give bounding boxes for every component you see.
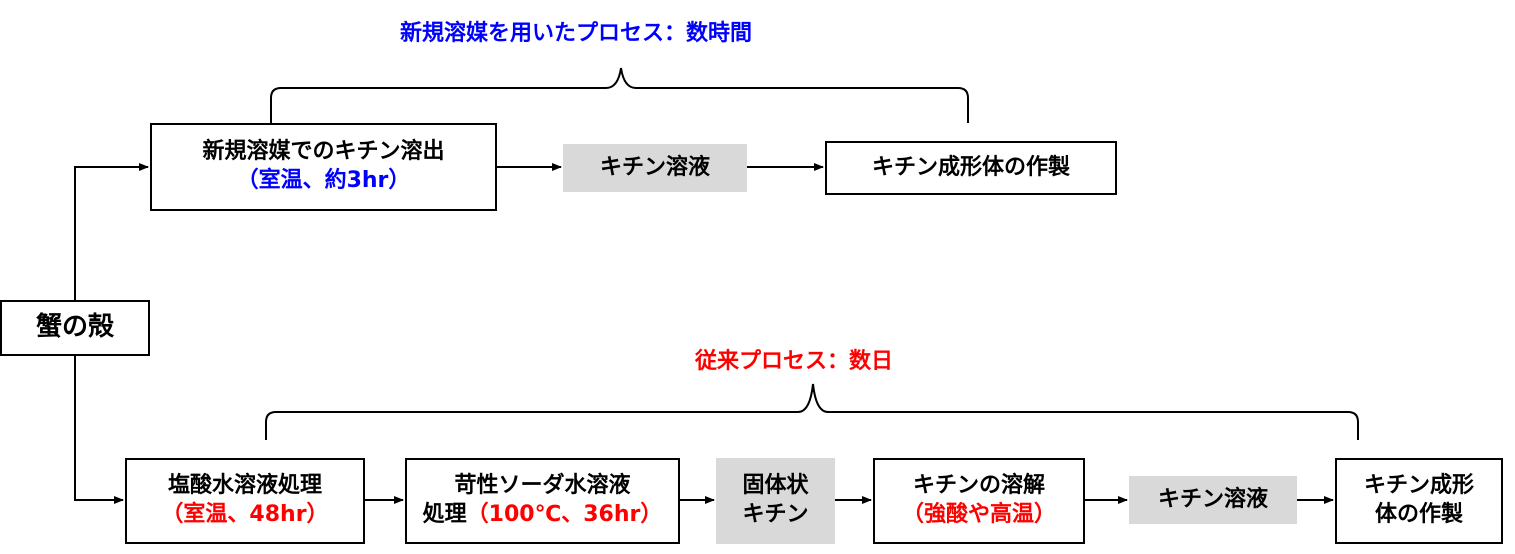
step-new-molding-label: キチン成形体の作製	[871, 154, 1070, 180]
step-new-dissolution: 新規溶媒でのキチン溶出 （室温、約3hr）	[150, 123, 497, 211]
step-conv-naoh-prefix: 処理	[422, 502, 467, 527]
branch-line-new	[74, 163, 149, 300]
step-conv-naoh-title: 苛性ソーダ水溶液	[454, 473, 631, 499]
step-conv-dissolution-condition: （強酸や高温）	[901, 502, 1056, 527]
branch-line-conventional	[74, 356, 124, 504]
step-new-dissolution-condition: （室温、約3hr）	[236, 168, 411, 193]
brace-conventional-process	[265, 383, 1359, 440]
brace-new-process	[270, 67, 969, 123]
step-conv-molding-line1: キチン成形	[1363, 473, 1474, 499]
step-conv-chitin-solution-label: キチン溶液	[1157, 486, 1268, 512]
conventional-process-caption: 従来プロセス：数日	[695, 349, 894, 374]
step-conv-molding: キチン成形 体の作製	[1335, 458, 1503, 544]
step-conv-solid-chitin-line1: 固体状	[742, 473, 809, 499]
step-new-molding: キチン成形体の作製	[825, 141, 1117, 195]
source-label: 蟹の殻	[35, 312, 114, 343]
step-conv-molding-line2: 体の作製	[1374, 502, 1463, 527]
step-conv-solid-chitin: 固体状 キチン	[716, 458, 835, 544]
step-conv-solid-chitin-line2: キチン	[742, 502, 809, 527]
step-conv-dissolution: キチンの溶解 （強酸や高温）	[873, 458, 1085, 544]
step-conv-chitin-solution: キチン溶液	[1129, 476, 1297, 524]
step-new-chitin-solution-label: キチン溶液	[599, 154, 710, 180]
step-conv-dissolution-title: キチンの溶解	[912, 473, 1045, 499]
new-process-caption: 新規溶媒を用いたプロセス：数時間	[400, 21, 753, 46]
step-conv-naoh-line2: 処理（100℃、36hr）	[423, 501, 663, 530]
step-conv-naoh-condition: （100℃、36hr）	[466, 502, 663, 527]
step-new-chitin-solution: キチン溶液	[563, 144, 747, 192]
source-crab-shell: 蟹の殻	[0, 300, 150, 356]
step-conv-hcl-condition: （室温、48hr）	[161, 502, 329, 527]
step-conv-naoh: 苛性ソーダ水溶液 処理（100℃、36hr）	[405, 458, 680, 544]
step-new-dissolution-title: 新規溶媒でのキチン溶出	[202, 139, 445, 165]
step-conv-hcl: 塩酸水溶液処理 （室温、48hr）	[125, 458, 365, 544]
step-conv-hcl-title: 塩酸水溶液処理	[167, 473, 322, 499]
